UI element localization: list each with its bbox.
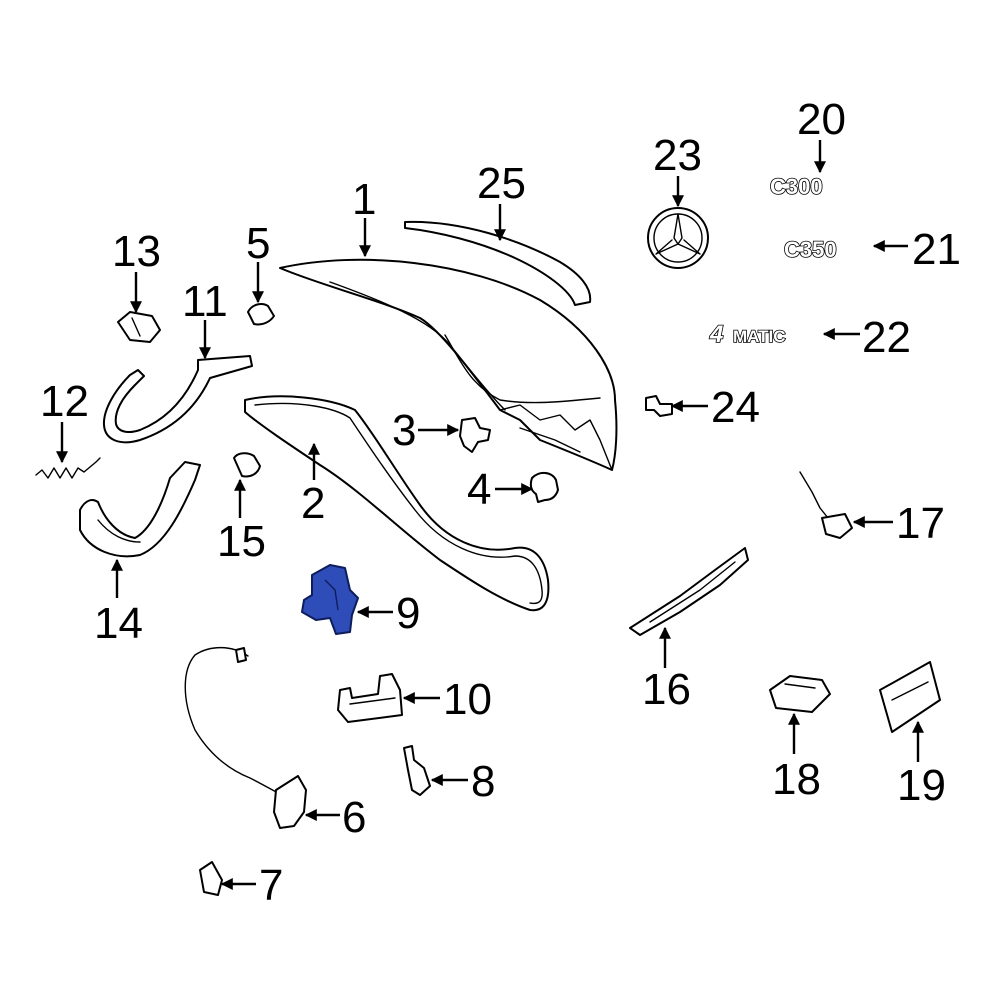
callout-21[interactable]: 21 <box>912 225 961 274</box>
part-16-trim[interactable] <box>629 547 749 636</box>
callout-4[interactable]: 4 <box>467 465 491 514</box>
part-11-hinge[interactable] <box>102 355 253 444</box>
callout-19[interactable]: 19 <box>897 761 946 810</box>
part-6-release-cable[interactable] <box>184 646 307 829</box>
part-13-bracket[interactable] <box>117 311 161 343</box>
part-24-clip[interactable] <box>645 395 673 417</box>
part-20-c300-badge[interactable]: C300 <box>769 173 823 200</box>
callout-7[interactable]: 7 <box>259 861 283 910</box>
part-17-lamp[interactable] <box>799 471 853 539</box>
part-19-plate[interactable] <box>879 661 941 733</box>
callout-16[interactable]: 16 <box>642 665 691 714</box>
part-2-seal[interactable] <box>244 395 550 612</box>
callout-6[interactable]: 6 <box>342 793 366 842</box>
part-5-grommet[interactable] <box>247 303 275 326</box>
part-23-star-emblem[interactable] <box>647 207 709 269</box>
callout-12[interactable]: 12 <box>40 377 89 426</box>
part-4-buffer[interactable] <box>529 472 559 503</box>
part-21-c350-badge[interactable]: C350 <box>783 236 837 263</box>
callout-14[interactable]: 14 <box>94 599 143 648</box>
part-15-bumper[interactable] <box>233 452 261 478</box>
callout-25[interactable]: 25 <box>477 159 526 208</box>
part-18-switch[interactable] <box>769 675 831 713</box>
callout-9[interactable]: 9 <box>396 589 420 638</box>
callout-5[interactable]: 5 <box>246 219 270 268</box>
callout-20[interactable]: 20 <box>797 95 846 144</box>
callout-24[interactable]: 24 <box>711 383 760 432</box>
callout-1[interactable]: 1 <box>352 175 376 224</box>
callout-labels: 1 25 5 13 11 12 3 2 4 15 14 9 10 8 6 7 1… <box>40 95 961 910</box>
part-22-matic-badge[interactable]: MATIC <box>732 326 786 347</box>
callout-3[interactable]: 3 <box>392 406 416 455</box>
callout-8[interactable]: 8 <box>471 757 495 806</box>
part-10-actuator[interactable] <box>337 673 403 723</box>
callout-23[interactable]: 23 <box>653 131 702 180</box>
callout-22[interactable]: 22 <box>862 313 911 362</box>
callout-2[interactable]: 2 <box>301 479 325 528</box>
callout-11[interactable]: 11 <box>182 277 228 326</box>
callout-15[interactable]: 15 <box>217 517 266 566</box>
part-8-pin[interactable] <box>403 745 431 796</box>
part-14-hinge-cover[interactable] <box>79 461 201 558</box>
part-7-clip[interactable] <box>199 861 223 896</box>
callout-18[interactable]: 18 <box>772 755 821 804</box>
part-1-trunk-lid[interactable] <box>279 258 618 471</box>
callout-10[interactable]: 10 <box>443 675 492 724</box>
part-9-latch-highlighted[interactable] <box>301 564 359 635</box>
leader-lines <box>56 140 924 890</box>
part-22-four-badge[interactable]: 4 <box>708 320 724 349</box>
part-12-spring[interactable] <box>35 457 101 479</box>
callout-17[interactable]: 17 <box>896 499 945 548</box>
part-3-clip[interactable] <box>459 417 491 453</box>
callout-13[interactable]: 13 <box>112 227 161 276</box>
